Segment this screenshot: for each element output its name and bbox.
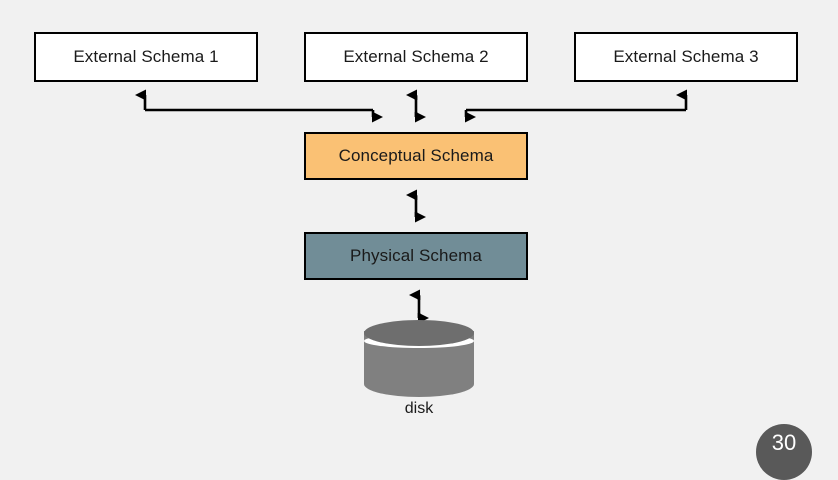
node-external-schema-2-label: External Schema 2 (343, 47, 489, 66)
diagram-canvas: External Schema 1 External Schema 2 Exte… (34, 32, 812, 480)
disk-top-ellipse (364, 320, 474, 346)
node-external-schema-1-label: External Schema 1 (73, 47, 219, 66)
node-external-schema-3[interactable]: External Schema 3 (574, 32, 798, 82)
node-physical-schema[interactable]: Physical Schema (304, 232, 528, 280)
node-conceptual-schema[interactable]: Conceptual Schema (304, 132, 528, 180)
node-conceptual-schema-label: Conceptual Schema (338, 146, 494, 165)
connector-external-3-to-conceptual (464, 89, 688, 123)
slide-page-badge: 30 (756, 424, 812, 480)
node-external-schema-1[interactable]: External Schema 1 (34, 32, 258, 82)
node-physical-schema-label: Physical Schema (350, 246, 482, 265)
disk-label: disk (404, 400, 434, 417)
database-disk-icon[interactable] (364, 320, 474, 402)
node-external-schema-3-label: External Schema 3 (613, 47, 759, 66)
connector-external-1-to-conceptual (135, 89, 383, 123)
node-external-schema-2[interactable]: External Schema 2 (304, 32, 528, 82)
